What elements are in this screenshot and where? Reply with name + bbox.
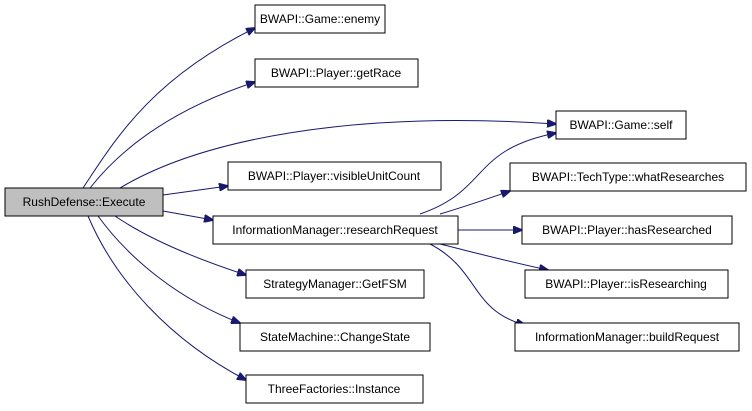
- node-informationmanager-buildrequest[interactable]: InformationManager::buildRequest: [514, 322, 740, 352]
- edge-root-to-changestate: [97, 215, 240, 323]
- node-label: ThreeFactories::Instance: [268, 382, 401, 396]
- node-label: BWAPI::Player::getRace: [271, 66, 402, 80]
- node-rushdefense-execute[interactable]: RushDefense::Execute: [4, 187, 164, 217]
- node-threefactories-instance[interactable]: ThreeFactories::Instance: [245, 374, 424, 404]
- node-bwapi-player-visibleunitcount[interactable]: BWAPI::Player::visibleUnitCount: [227, 161, 442, 191]
- node-label: InformationManager::buildRequest: [535, 330, 720, 344]
- node-statemachine-changestate[interactable]: StateMachine::ChangeState: [239, 322, 431, 352]
- node-informationmanager-researchrequest[interactable]: InformationManager::researchRequest: [212, 215, 459, 245]
- edge-root-to-getrace: [89, 82, 255, 189]
- edge-root-to-enemy: [82, 28, 255, 189]
- edge-root-to-self: [119, 121, 556, 189]
- edge-researchrequest-to-buildrequest: [429, 243, 525, 325]
- node-label: BWAPI::TechType::whatResearches: [532, 170, 724, 184]
- node-label: StateMachine::ChangeState: [260, 330, 410, 344]
- edge-researchrequest-to-whatresearches: [439, 191, 510, 215]
- node-bwapi-player-hasresearched[interactable]: BWAPI::Player::hasResearched: [521, 215, 733, 245]
- edge-root-to-getfsm: [114, 215, 246, 275]
- node-label: StrategyManager::GetFSM: [263, 277, 406, 291]
- edge-root-to-instance: [87, 215, 246, 380]
- node-bwapi-player-getrace[interactable]: BWAPI::Player::getRace: [254, 58, 419, 88]
- edge-root-to-researchrequest: [162, 210, 213, 220]
- node-label: InformationManager::researchRequest: [232, 223, 438, 237]
- edges: [82, 28, 556, 380]
- node-strategymanager-getfsm[interactable]: StrategyManager::GetFSM: [245, 269, 425, 299]
- node-label: BWAPI::Player::isResearching: [545, 277, 707, 291]
- edge-researchrequest-to-self: [419, 133, 556, 215]
- node-bwapi-game-self[interactable]: BWAPI::Game::self: [555, 110, 687, 140]
- nodes: RushDefense::Execute BWAPI::Game::enemy …: [4, 4, 747, 404]
- node-bwapi-game-enemy[interactable]: BWAPI::Game::enemy: [254, 4, 386, 34]
- node-label: BWAPI::Game::self: [570, 118, 674, 132]
- node-label: BWAPI::Game::enemy: [260, 12, 380, 26]
- edge-root-to-visibleunitcount: [162, 186, 228, 196]
- node-label: BWAPI::Player::hasResearched: [542, 223, 712, 237]
- node-bwapi-techtype-whatresearches[interactable]: BWAPI::TechType::whatResearches: [509, 162, 747, 192]
- node-bwapi-player-isresearching[interactable]: BWAPI::Player::isResearching: [524, 269, 729, 299]
- node-label: RushDefense::Execute: [23, 195, 146, 209]
- node-label: BWAPI::Player::visibleUnitCount: [248, 169, 421, 183]
- edge-researchrequest-to-isresearching: [439, 243, 548, 270]
